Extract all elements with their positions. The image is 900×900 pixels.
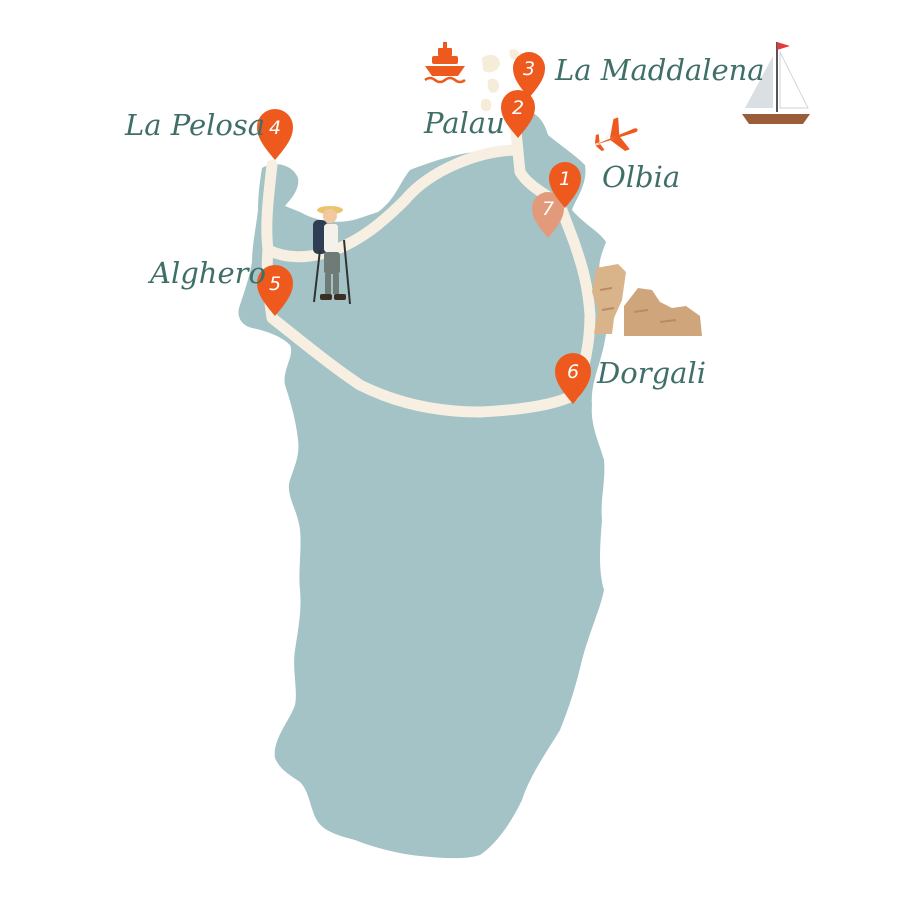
pin-stop-6[interactable]: 6: [555, 353, 591, 404]
pin-stop-1[interactable]: 1: [549, 162, 581, 208]
pin-stop-7[interactable]: 7: [532, 192, 564, 238]
hiker-icon: [313, 206, 351, 305]
pin-number: 5: [269, 273, 281, 295]
airplane-icon: [593, 117, 638, 151]
pin-stop-5[interactable]: 5: [257, 265, 293, 316]
pin-stop-2[interactable]: 2: [501, 90, 535, 138]
pin-number: 1: [559, 168, 571, 190]
pin-stop-3[interactable]: 3: [513, 52, 545, 98]
label-dorgali: Dorgali: [596, 356, 706, 390]
pin-number: 2: [512, 97, 524, 119]
label-olbia: Olbia: [602, 160, 680, 194]
label-la-maddalena: La Maddalena: [554, 53, 765, 87]
sailboat-icon: [742, 42, 810, 124]
pin-number: 4: [269, 117, 281, 139]
pin-number: 6: [567, 361, 579, 383]
label-palau: Palau: [423, 106, 505, 140]
pin-number: 7: [542, 198, 554, 220]
maddalena-islands: [480, 49, 519, 112]
rock-formation-icon: [592, 264, 702, 336]
pin-number: 3: [523, 58, 535, 80]
ferry-icon: [424, 42, 466, 84]
label-alghero: Alghero: [147, 256, 266, 290]
pin-stop-4[interactable]: 4: [257, 109, 293, 160]
label-la-pelosa: La Pelosa: [124, 108, 265, 142]
